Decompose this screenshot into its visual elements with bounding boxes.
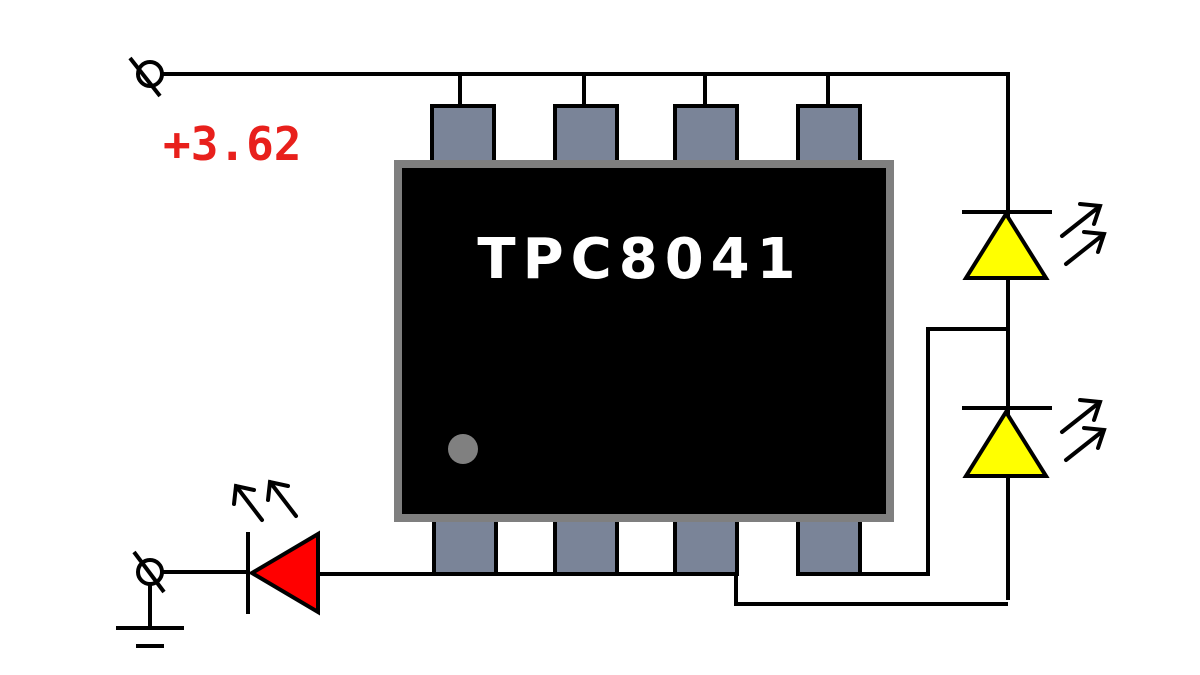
ground-terminal-icon	[132, 550, 166, 594]
chip-pin-bottom-3	[673, 514, 739, 576]
ground-symbol-icon	[116, 626, 184, 648]
chip-label: TPC8041	[477, 227, 802, 292]
lower-led	[962, 398, 1107, 478]
light-emission-arrows-icon	[1060, 202, 1107, 266]
chip-pin-top-1	[430, 104, 496, 166]
pin-8-midpoint-wire	[860, 327, 1008, 576]
chip-pin-top-2	[553, 104, 619, 166]
chip-pin-top-4	[796, 104, 862, 166]
pin-one-marker-dot	[448, 434, 478, 464]
chip-body	[394, 160, 894, 522]
supply-voltage-label: +3.62	[163, 117, 301, 171]
upper-led-body	[962, 210, 1050, 280]
chip-pin-bottom-2	[553, 514, 619, 576]
supply-terminal-icon	[128, 56, 164, 98]
chip-pin-bottom-4	[796, 514, 862, 576]
indicator-led-body	[248, 530, 320, 616]
chip-pin-bottom-1	[432, 514, 498, 576]
light-emission-arrows-icon	[232, 479, 298, 522]
upper-led	[962, 202, 1107, 280]
indicator-led	[232, 479, 320, 616]
light-emission-arrows-icon	[1060, 398, 1107, 462]
chip-pin-top-3	[673, 104, 739, 166]
lower-led-body	[962, 408, 1050, 478]
pin-7-return-wire	[734, 574, 1008, 606]
